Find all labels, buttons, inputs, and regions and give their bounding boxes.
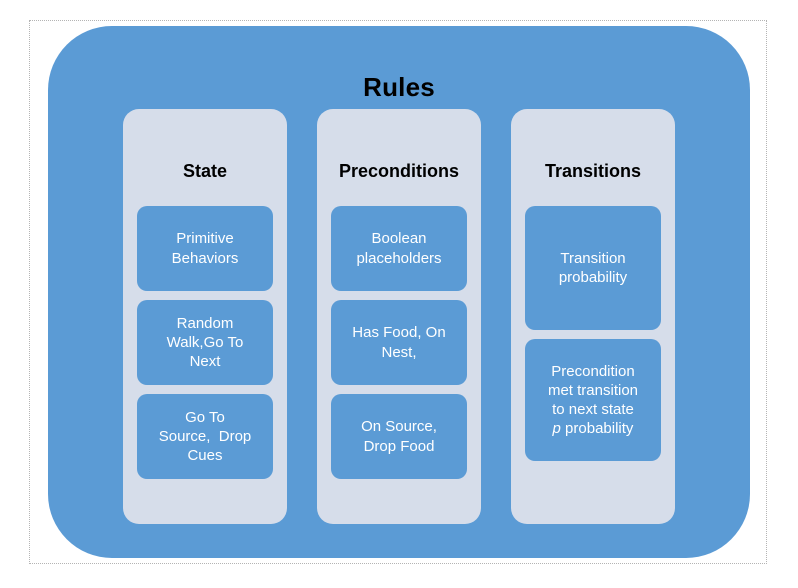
- column-header-preconditions: Preconditions: [338, 161, 459, 181]
- card-state-1: Primitive Behaviors: [137, 206, 273, 291]
- card-transitions-2-prefix: Precondition met transition to next stat…: [547, 362, 639, 418]
- card-transitions-2-symbol: p: [552, 420, 561, 438]
- card-preconditions-1: Boolean placeholders: [331, 206, 467, 291]
- column-transitions: Transitions Transition probability Preco…: [511, 109, 675, 524]
- card-preconditions-2: Has Food, On Nest,: [331, 300, 467, 385]
- column-header-state: State: [182, 161, 227, 181]
- cards-preconditions: Boolean placeholders Has Food, On Nest, …: [331, 206, 467, 479]
- card-state-3: Go To Source, Drop Cues: [137, 394, 273, 479]
- column-preconditions: Preconditions Boolean placeholders Has F…: [317, 109, 481, 524]
- card-transitions-2-suffix: probability: [560, 420, 634, 438]
- column-state: State Primitive Behaviors Random Walk,Go…: [123, 109, 287, 524]
- page-title: Rules: [363, 72, 435, 102]
- column-header-transitions: Transitions: [544, 161, 642, 181]
- card-state-2: Random Walk,Go To Next: [137, 300, 273, 385]
- card-transitions-2-text: Precondition met transition to next stat…: [548, 362, 638, 439]
- cards-state: Primitive Behaviors Random Walk,Go To Ne…: [137, 206, 273, 479]
- rules-panel: Rules State Primitive Behaviors Random W…: [48, 26, 750, 558]
- columns-container: State Primitive Behaviors Random Walk,Go…: [123, 109, 675, 524]
- cards-transitions: Transition probability Precondition met …: [525, 206, 661, 461]
- card-transitions-2: Precondition met transition to next stat…: [525, 339, 661, 461]
- card-transitions-1: Transition probability: [525, 206, 661, 330]
- card-preconditions-3: On Source, Drop Food: [331, 394, 467, 479]
